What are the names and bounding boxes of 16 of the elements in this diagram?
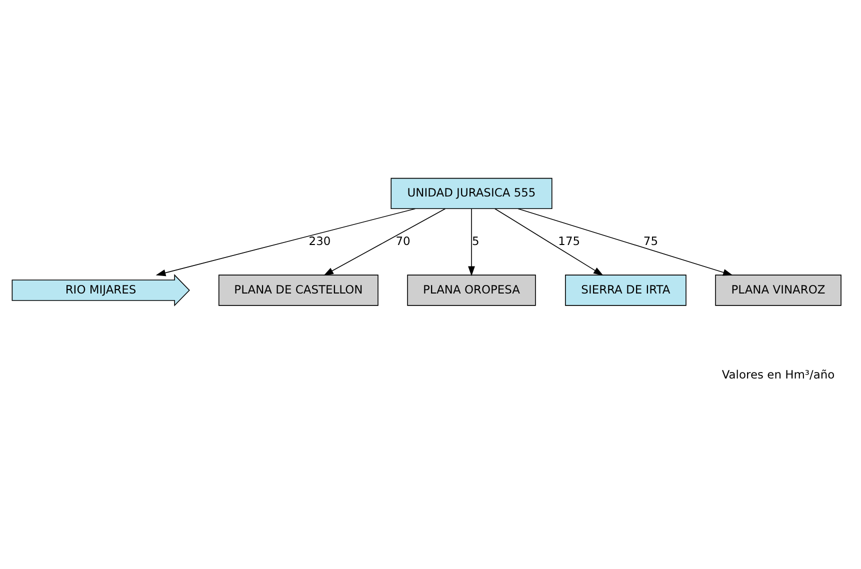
edge-label: 70	[396, 234, 410, 248]
node-box: SIERRA DE IRTA	[565, 274, 686, 306]
arrow	[494, 208, 604, 276]
edge-label: 75	[643, 234, 658, 248]
arrow	[468, 208, 475, 276]
edge-label: 230	[308, 234, 331, 248]
node-box: PLANA DE CASTELLON	[218, 274, 378, 306]
edge-label: 175	[558, 234, 580, 248]
edge-label: 5	[472, 234, 480, 248]
node-box: PLANA VINAROZ	[715, 274, 842, 306]
node-box: UNIDAD JURASICA 555	[390, 178, 552, 210]
arrow	[518, 208, 733, 276]
node-box: PLANA OROPESA	[407, 274, 536, 306]
arrow	[324, 208, 446, 276]
label: Valores en Hm³/año	[722, 368, 835, 382]
arrow	[156, 208, 416, 276]
